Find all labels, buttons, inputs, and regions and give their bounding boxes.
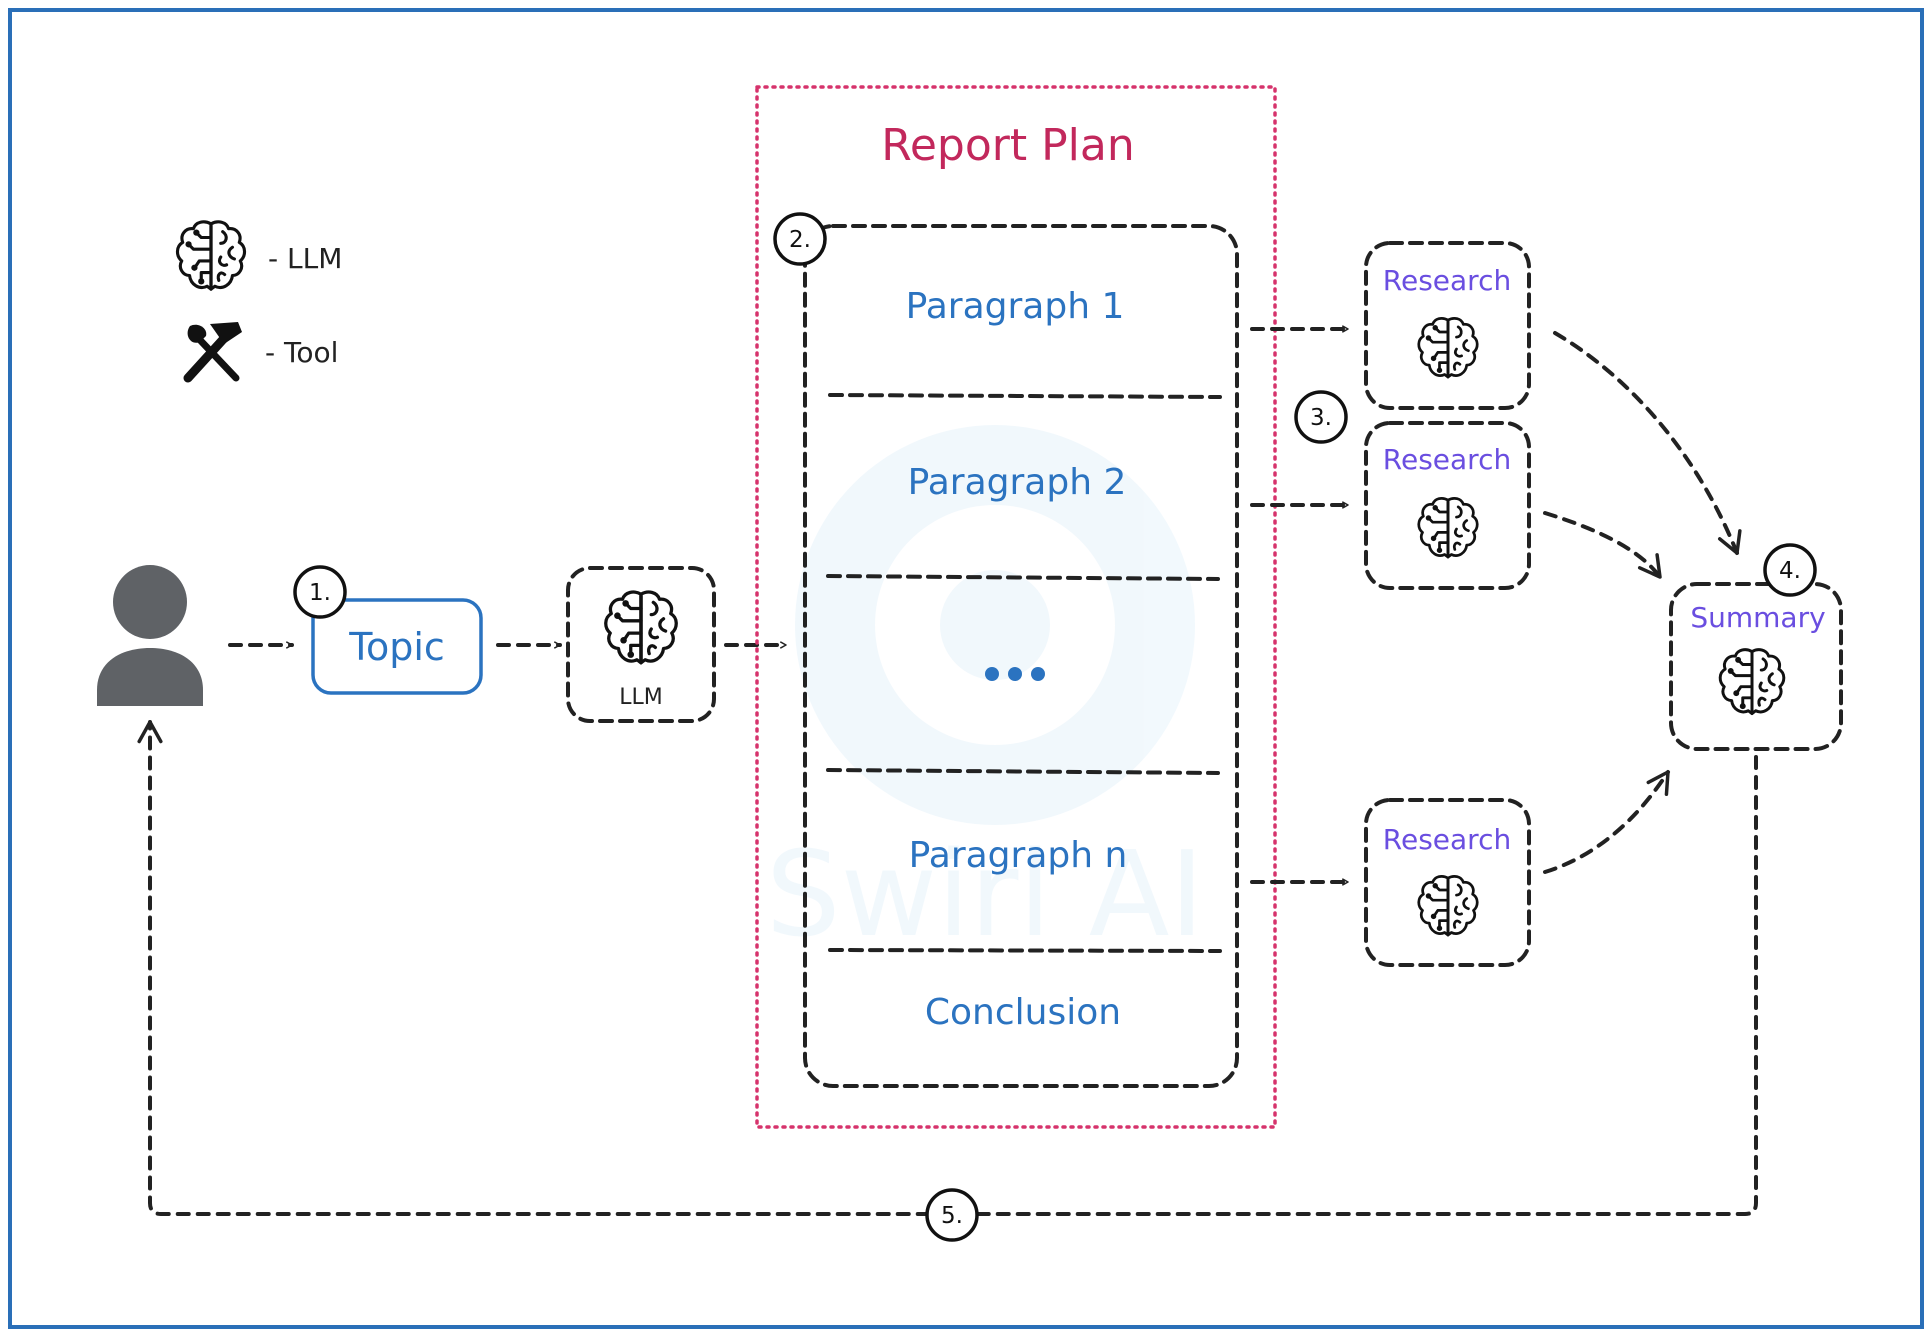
research-node-n[interactable]: Research: [1364, 798, 1531, 967]
report-plan-border: [755, 85, 1277, 1129]
svg-text:5.: 5.: [941, 1203, 963, 1229]
legend: - LLM - Tool: [175, 220, 342, 383]
step-3-marker: 3.: [1294, 390, 1348, 444]
summary-label: Summary: [1690, 601, 1825, 634]
watermark-text: Swirl AI: [766, 825, 1205, 963]
arrow-summary-to-user: [137, 720, 1758, 1216]
topic-label: Topic: [348, 625, 445, 669]
brain-icon: [1718, 648, 1786, 716]
brain-icon: [1417, 497, 1479, 559]
section-divider: [828, 393, 1222, 399]
research-node-1[interactable]: Research: [1364, 241, 1531, 410]
brain-icon: [175, 220, 247, 291]
svg-text:3.: 3.: [1310, 405, 1332, 431]
step-1-marker: 1.: [293, 565, 347, 619]
report-plan-sections: [803, 224, 1239, 1088]
watermark: Swirl AI: [766, 425, 1205, 963]
section-paragraph-1[interactable]: Paragraph 1: [906, 286, 1125, 327]
legend-tool-label: - Tool: [265, 336, 338, 369]
step-4-marker: 4.: [1763, 543, 1817, 597]
summary-node[interactable]: Summary: [1669, 582, 1843, 751]
section-conclusion[interactable]: Conclusion: [925, 992, 1121, 1033]
section-divider: [826, 768, 1220, 775]
step-5-marker: 5.: [925, 1188, 979, 1242]
section-ellipsis-dots: [985, 667, 1045, 681]
section-divider: [828, 948, 1222, 953]
svg-text:4.: 4.: [1779, 558, 1801, 584]
brain-icon: [1417, 875, 1479, 937]
diagram-frame: [8, 8, 1924, 1329]
topic-box[interactable]: [311, 598, 483, 695]
report-plan-title: Report Plan: [881, 120, 1134, 171]
arrow-research-2-to-summary: [1543, 511, 1662, 579]
research-label: Research: [1383, 264, 1511, 297]
section-paragraph-n[interactable]: Paragraph n: [909, 835, 1128, 876]
svg-text:1.: 1.: [309, 580, 331, 606]
research-label: Research: [1383, 823, 1511, 856]
section-divider: [826, 574, 1220, 581]
llm-label: LLM: [619, 685, 663, 710]
svg-text:2.: 2.: [789, 227, 811, 253]
arrow-research-1-to-summary: [1553, 331, 1742, 555]
llm-node[interactable]: [566, 566, 716, 723]
brain-icon: [604, 590, 678, 665]
step-2-marker: 2.: [773, 212, 827, 266]
research-node-2[interactable]: Research: [1364, 421, 1531, 590]
research-label: Research: [1383, 443, 1511, 476]
user-icon: [97, 565, 203, 706]
legend-llm-label: - LLM: [268, 242, 342, 275]
hammer-wrench-icon: [183, 322, 242, 383]
section-paragraph-2[interactable]: Paragraph 2: [908, 462, 1127, 503]
arrow-research-n-to-summary: [1543, 770, 1670, 874]
brain-icon: [1417, 317, 1479, 379]
